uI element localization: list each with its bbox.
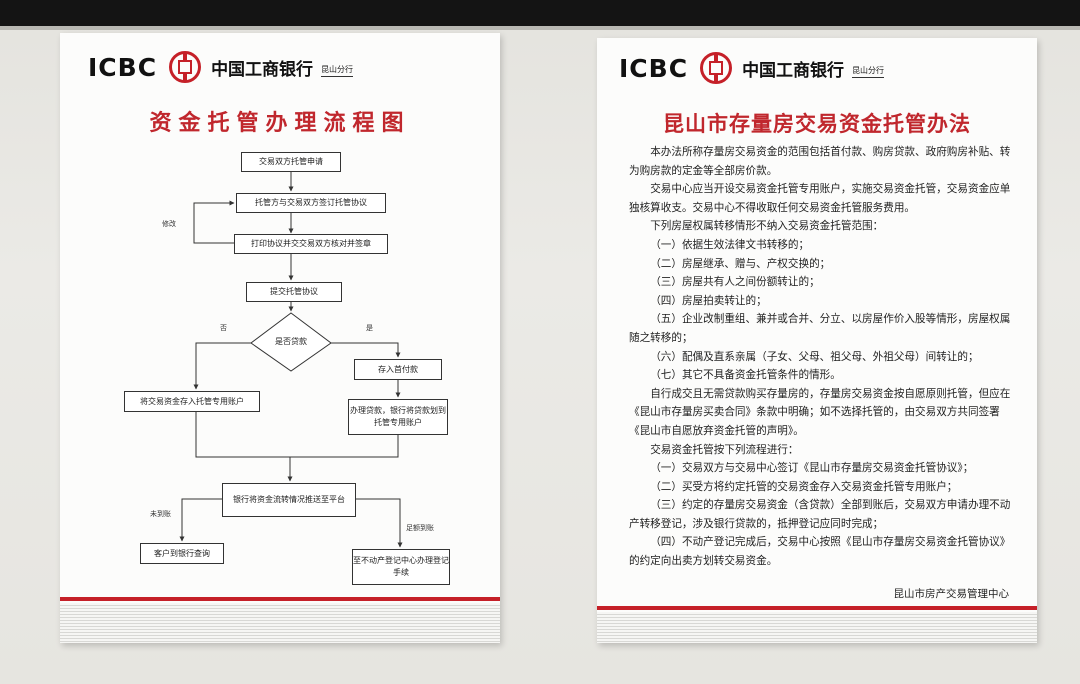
board-edge bbox=[597, 612, 1037, 643]
icbc-seal-icon bbox=[700, 52, 733, 84]
flow-decision-loan: 是否贷款 bbox=[275, 337, 307, 346]
flow-step-deposit-funds: 将交易资金存入托管专用账户 bbox=[124, 391, 260, 412]
flowchart-connectors bbox=[179, 172, 403, 548]
board-stripe bbox=[60, 597, 500, 601]
policy-paragraph: 自行成交且无需贷款购买存量房的，存量房交易资金按自愿原则托管，但应在《昆山市存量… bbox=[629, 387, 1011, 437]
policy-item: （一）交易双方与交易中心签订《昆山市存量房交易资金托管协议》； bbox=[650, 462, 974, 475]
policy-item: （五）企业改制重组、兼并或合并、分立、以房屋作价入股等情形，房屋权属随之转移的； bbox=[629, 313, 1011, 344]
policy-paragraph: 交易中心应当开设交易资金托管专用账户，实施交易资金托管，交易资金应单独核算收支。… bbox=[629, 183, 1011, 214]
flowchart-board: ICBC 中国工商银行 昆山分行 资金托管办理流程图 交易双方 bbox=[60, 33, 500, 643]
policy-paragraph: 下列房屋权属转移情形不纳入交易资金托管范围： bbox=[650, 220, 884, 233]
icbc-seal-icon bbox=[169, 51, 202, 83]
bank-name: 中国工商银行 bbox=[742, 60, 845, 81]
label-modify: 修改 bbox=[162, 220, 176, 228]
policy-item: （六）配偶及直系亲属（子女、父母、祖父母、外祖父母）间转让的； bbox=[650, 350, 979, 363]
policy-title: 昆山市存量房交易资金托管办法 bbox=[663, 111, 971, 136]
bank-name: 中国工商银行 bbox=[211, 59, 314, 80]
policy-item: （二）房屋继承、赠与、产权交换的； bbox=[650, 257, 831, 270]
policy-body: 本办法所称存量房交易资金的范围包括首付款、购房贷款、政府购房补贴、转为购房款的定… bbox=[629, 143, 1011, 571]
board-stripe bbox=[597, 606, 1037, 610]
policy-item: （三）约定的存量房交易资金（含贷款）全部到账后，交易双方申请办理不动产转移登记，… bbox=[629, 499, 1011, 530]
flow-step-submit: 提交托管协议 bbox=[246, 282, 342, 302]
flow-step-loan-transfer: 办理贷款，银行将贷款划到托管专用账户 bbox=[348, 399, 448, 435]
label-full-arrival: 足额到账 bbox=[406, 524, 434, 532]
label-no: 否 bbox=[220, 324, 227, 332]
policy-paragraph: 本办法所称存量房交易资金的范围包括首付款、购房贷款、政府购房补贴、转为购房款的定… bbox=[629, 146, 1011, 177]
branch-name: 昆山分行 bbox=[852, 65, 885, 78]
policy-board: ICBC 中国工商银行 昆山分行 昆山市存量房交易资金托管办法 本办法所称存量房… bbox=[597, 38, 1037, 643]
policy-item: （四）房屋拍卖转让的； bbox=[650, 294, 767, 307]
flow-step-apply: 交易双方托管申请 bbox=[241, 152, 341, 172]
flow-step-print-agreement: 打印协议并交交易双方核对并签章 bbox=[234, 234, 388, 254]
board-edge bbox=[60, 603, 500, 643]
icbc-logo: ICBC 中国工商银行 昆山分行 bbox=[88, 51, 354, 83]
flow-step-sign-agreement: 托管方与交易双方签订托管协议 bbox=[236, 193, 386, 213]
policy-item: （二）买受方将约定托管的交易资金存入交易资金托管专用账户； bbox=[650, 480, 958, 493]
policy-item: （三）房屋共有人之间份额转让的； bbox=[650, 276, 820, 289]
label-yes: 是 bbox=[366, 324, 373, 332]
flow-step-notify-platform: 银行将资金流转情况推送至平台 bbox=[222, 483, 356, 517]
flow-step-registration: 至不动产登记中心办理登记手续 bbox=[352, 549, 450, 585]
policy-item: （四）不动产登记完成后，交易中心按照《昆山市存量房交易资金托管协议》的约定向出卖… bbox=[629, 536, 1011, 568]
icbc-wordmark: ICBC bbox=[619, 53, 689, 83]
branch-name: 昆山分行 bbox=[321, 64, 354, 77]
label-not-arrived: 未到账 bbox=[150, 510, 171, 518]
policy-paragraph: 交易资金托管按下列流程进行： bbox=[650, 443, 799, 456]
flow-step-down-payment: 存入首付款 bbox=[354, 359, 442, 380]
flow-step-query-bank: 客户到银行查询 bbox=[140, 543, 224, 564]
icbc-logo: ICBC 中国工商银行 昆山分行 bbox=[619, 52, 885, 84]
policy-item: （一）依据生效法律文书转移的； bbox=[650, 238, 810, 251]
policy-signoff: 昆山市房产交易管理中心 bbox=[893, 588, 1010, 600]
ceiling-strip bbox=[0, 0, 1080, 30]
policy-item: （七）其它不具备资金托管条件的情形。 bbox=[650, 369, 841, 382]
flowchart-title: 资金托管办理流程图 bbox=[149, 110, 411, 136]
icbc-wordmark: ICBC bbox=[88, 52, 158, 82]
